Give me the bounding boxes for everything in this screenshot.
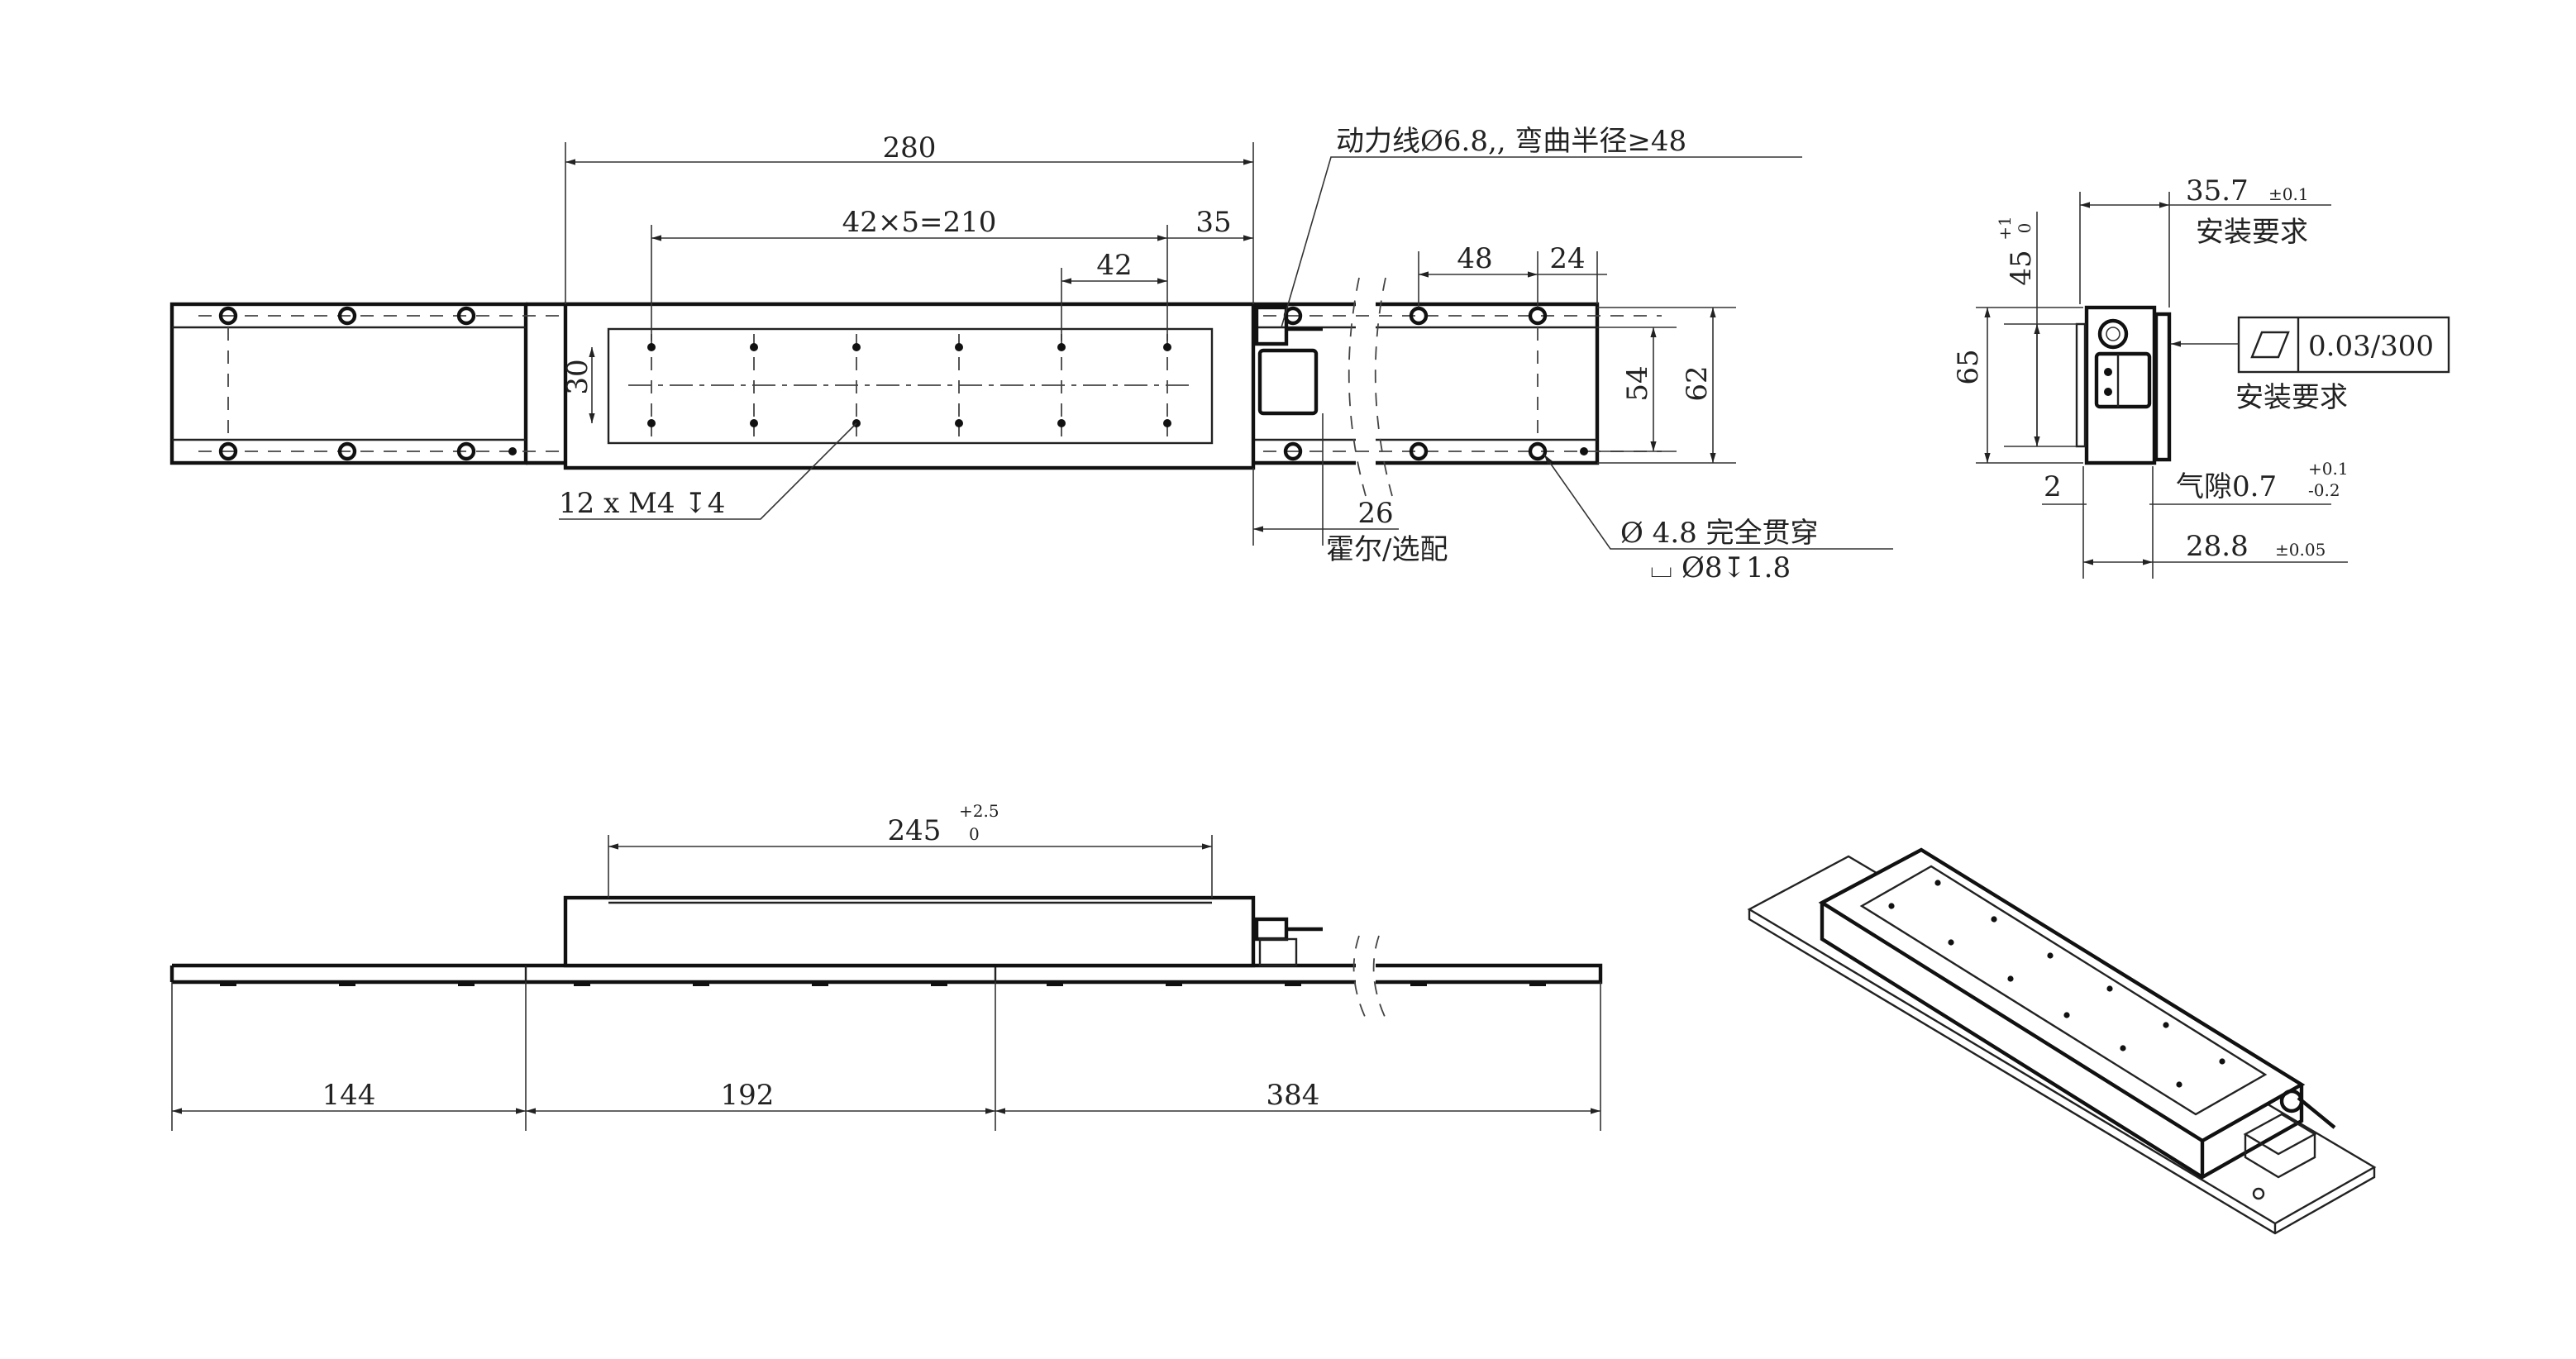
dim-hole-pitch: 42×5=210 — [842, 206, 997, 239]
stator-mounting-holes — [218, 306, 1588, 461]
dim-26: 26 — [1357, 497, 1393, 530]
top-view: 280 42×5=210 35 42 48 24 54 62 30 26 霍尔/… — [169, 125, 1893, 584]
mover-body — [563, 302, 1256, 470]
through-hole-note: Ø 4.8 完全贯穿 — [1620, 517, 1819, 550]
dim-54: 54 — [1621, 365, 1654, 401]
cable-connector — [1254, 305, 1323, 416]
mover-top-plate — [607, 327, 1214, 445]
mover-side — [563, 895, 1256, 968]
dim-42: 42 — [1096, 249, 1132, 282]
front-view: 245 +2.5 0 144 192 384 — [169, 801, 1603, 1131]
stator-side — [169, 963, 1356, 985]
end-view: 35.7 ±0.1 安装要求 45 +1 0 65 2 气隙0.7 +0.1 -… — [1952, 174, 2450, 579]
break-line — [1374, 277, 1393, 497]
stator-segment-left — [169, 302, 528, 465]
dim-28-8: 28.8 — [2186, 530, 2249, 563]
tol-35-7: ±0.1 — [2268, 184, 2309, 204]
tol-45-upper: +1 — [1995, 216, 2015, 240]
fcf-tolerance-value: 0.03/300 — [2308, 330, 2434, 363]
cable-note: 动力线Ø6.8,, 弯曲半径≥48 — [1336, 125, 1686, 158]
hall-sensor-box — [1257, 348, 1319, 416]
dim-35: 35 — [1195, 206, 1231, 239]
isometric-view — [1747, 847, 2377, 1235]
dim-280: 280 — [883, 131, 937, 165]
feature-control-frame: 0.03/300 — [2171, 316, 2450, 374]
stator-segment-right — [1376, 302, 1600, 465]
dim-144: 144 — [322, 1079, 376, 1112]
dim-65: 65 — [1952, 349, 1985, 384]
dim-48: 48 — [1457, 242, 1492, 275]
install-requirement-label-2: 安装要求 — [2235, 381, 2348, 414]
connector-end-icon — [2097, 318, 2129, 350]
dim-2: 2 — [2044, 470, 2062, 503]
break-line — [1348, 277, 1367, 497]
air-gap-tol-lower: -0.2 — [2308, 480, 2340, 500]
parallelism-symbol-icon — [2250, 331, 2290, 359]
dim-24: 24 — [1549, 242, 1585, 275]
thread-note: 12 x M4 ↧4 — [559, 487, 725, 520]
dim-245: 245 — [888, 814, 942, 847]
dim-192: 192 — [721, 1079, 775, 1112]
counterbore-note: ⌴ Ø8↧1.8 — [1650, 551, 1791, 584]
tol-45-lower: 0 — [2015, 223, 2035, 234]
dim-45: 45 — [2005, 250, 2038, 285]
air-gap-note: 气隙0.7 — [2176, 470, 2277, 503]
dim-62: 62 — [1681, 365, 1714, 401]
dim-35-7: 35.7 — [2186, 174, 2249, 207]
stator-end-profile — [2154, 312, 2172, 462]
tol-245-lower: 0 — [969, 824, 980, 844]
hall-optional-note: 霍尔/选配 — [1326, 533, 1448, 566]
tol-245-upper: +2.5 — [959, 801, 999, 821]
install-requirement-label: 安装要求 — [2196, 216, 2308, 249]
dim-384: 384 — [1267, 1079, 1320, 1112]
dim-30: 30 — [561, 359, 594, 394]
tol-28-8: ±0.05 — [2275, 540, 2326, 560]
air-gap-tol-upper: +0.1 — [2308, 459, 2349, 479]
